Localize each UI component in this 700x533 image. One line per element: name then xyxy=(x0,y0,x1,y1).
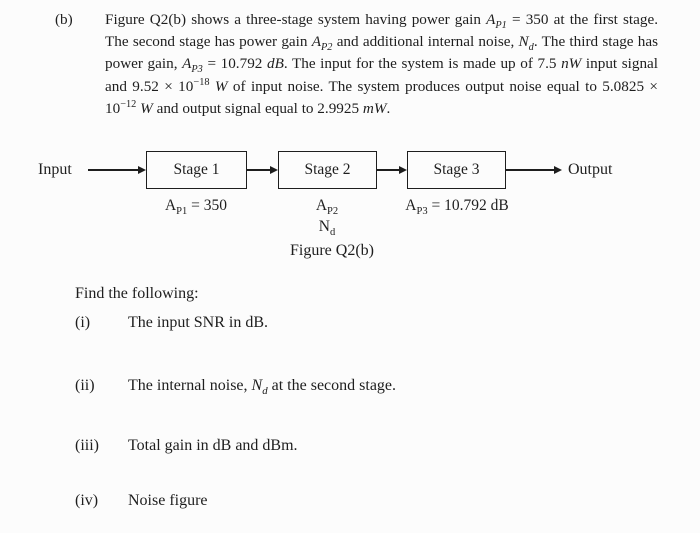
flow-arrow-icon xyxy=(138,166,146,174)
stage1-box: Stage 1 xyxy=(146,151,247,189)
figure-caption: Figure Q2(b) xyxy=(290,242,374,259)
task-iii-text: Total gain in dB and dBm. xyxy=(128,437,298,454)
flow-arrow-line xyxy=(88,169,138,171)
part-label: (b) xyxy=(55,11,73,28)
stage3-title: Stage 3 xyxy=(433,161,480,178)
stage2-noise-label: Nd xyxy=(318,218,336,239)
stage3-gain-label: AP3 = 10.792 dB xyxy=(405,197,509,218)
stage2-gain-label: AP2 xyxy=(315,197,339,218)
stage1-title: Stage 1 xyxy=(173,161,220,178)
stage1-gain-label: AP1 = 350 xyxy=(164,197,228,218)
task-iv-number: (iv) xyxy=(75,492,99,509)
task-i-text: The input SNR in dB. xyxy=(128,314,269,331)
flow-arrow-line xyxy=(247,169,270,171)
output-label: Output xyxy=(568,161,613,178)
flow-arrow-line xyxy=(506,169,554,171)
task-ii-number: (ii) xyxy=(75,377,95,394)
tasks-intro: Find the following: xyxy=(75,285,199,302)
stage2-box: Stage 2 xyxy=(278,151,377,189)
stage2-title: Stage 2 xyxy=(304,161,351,178)
task-iii-number: (iii) xyxy=(75,437,99,454)
flow-arrow-line xyxy=(377,169,399,171)
flow-arrow-icon xyxy=(399,166,407,174)
question-paragraph: Figure Q2(b) shows a three-stage system … xyxy=(105,11,659,117)
task-i-number: (i) xyxy=(75,314,91,331)
task-ii-text: The internal noise, Nd at the second sta… xyxy=(128,377,397,398)
stage3-box: Stage 3 xyxy=(407,151,506,189)
flow-arrow-icon xyxy=(270,166,278,174)
task-iv-text: Noise figure xyxy=(128,492,208,509)
flow-arrow-icon xyxy=(554,166,562,174)
input-label: Input xyxy=(38,161,72,178)
